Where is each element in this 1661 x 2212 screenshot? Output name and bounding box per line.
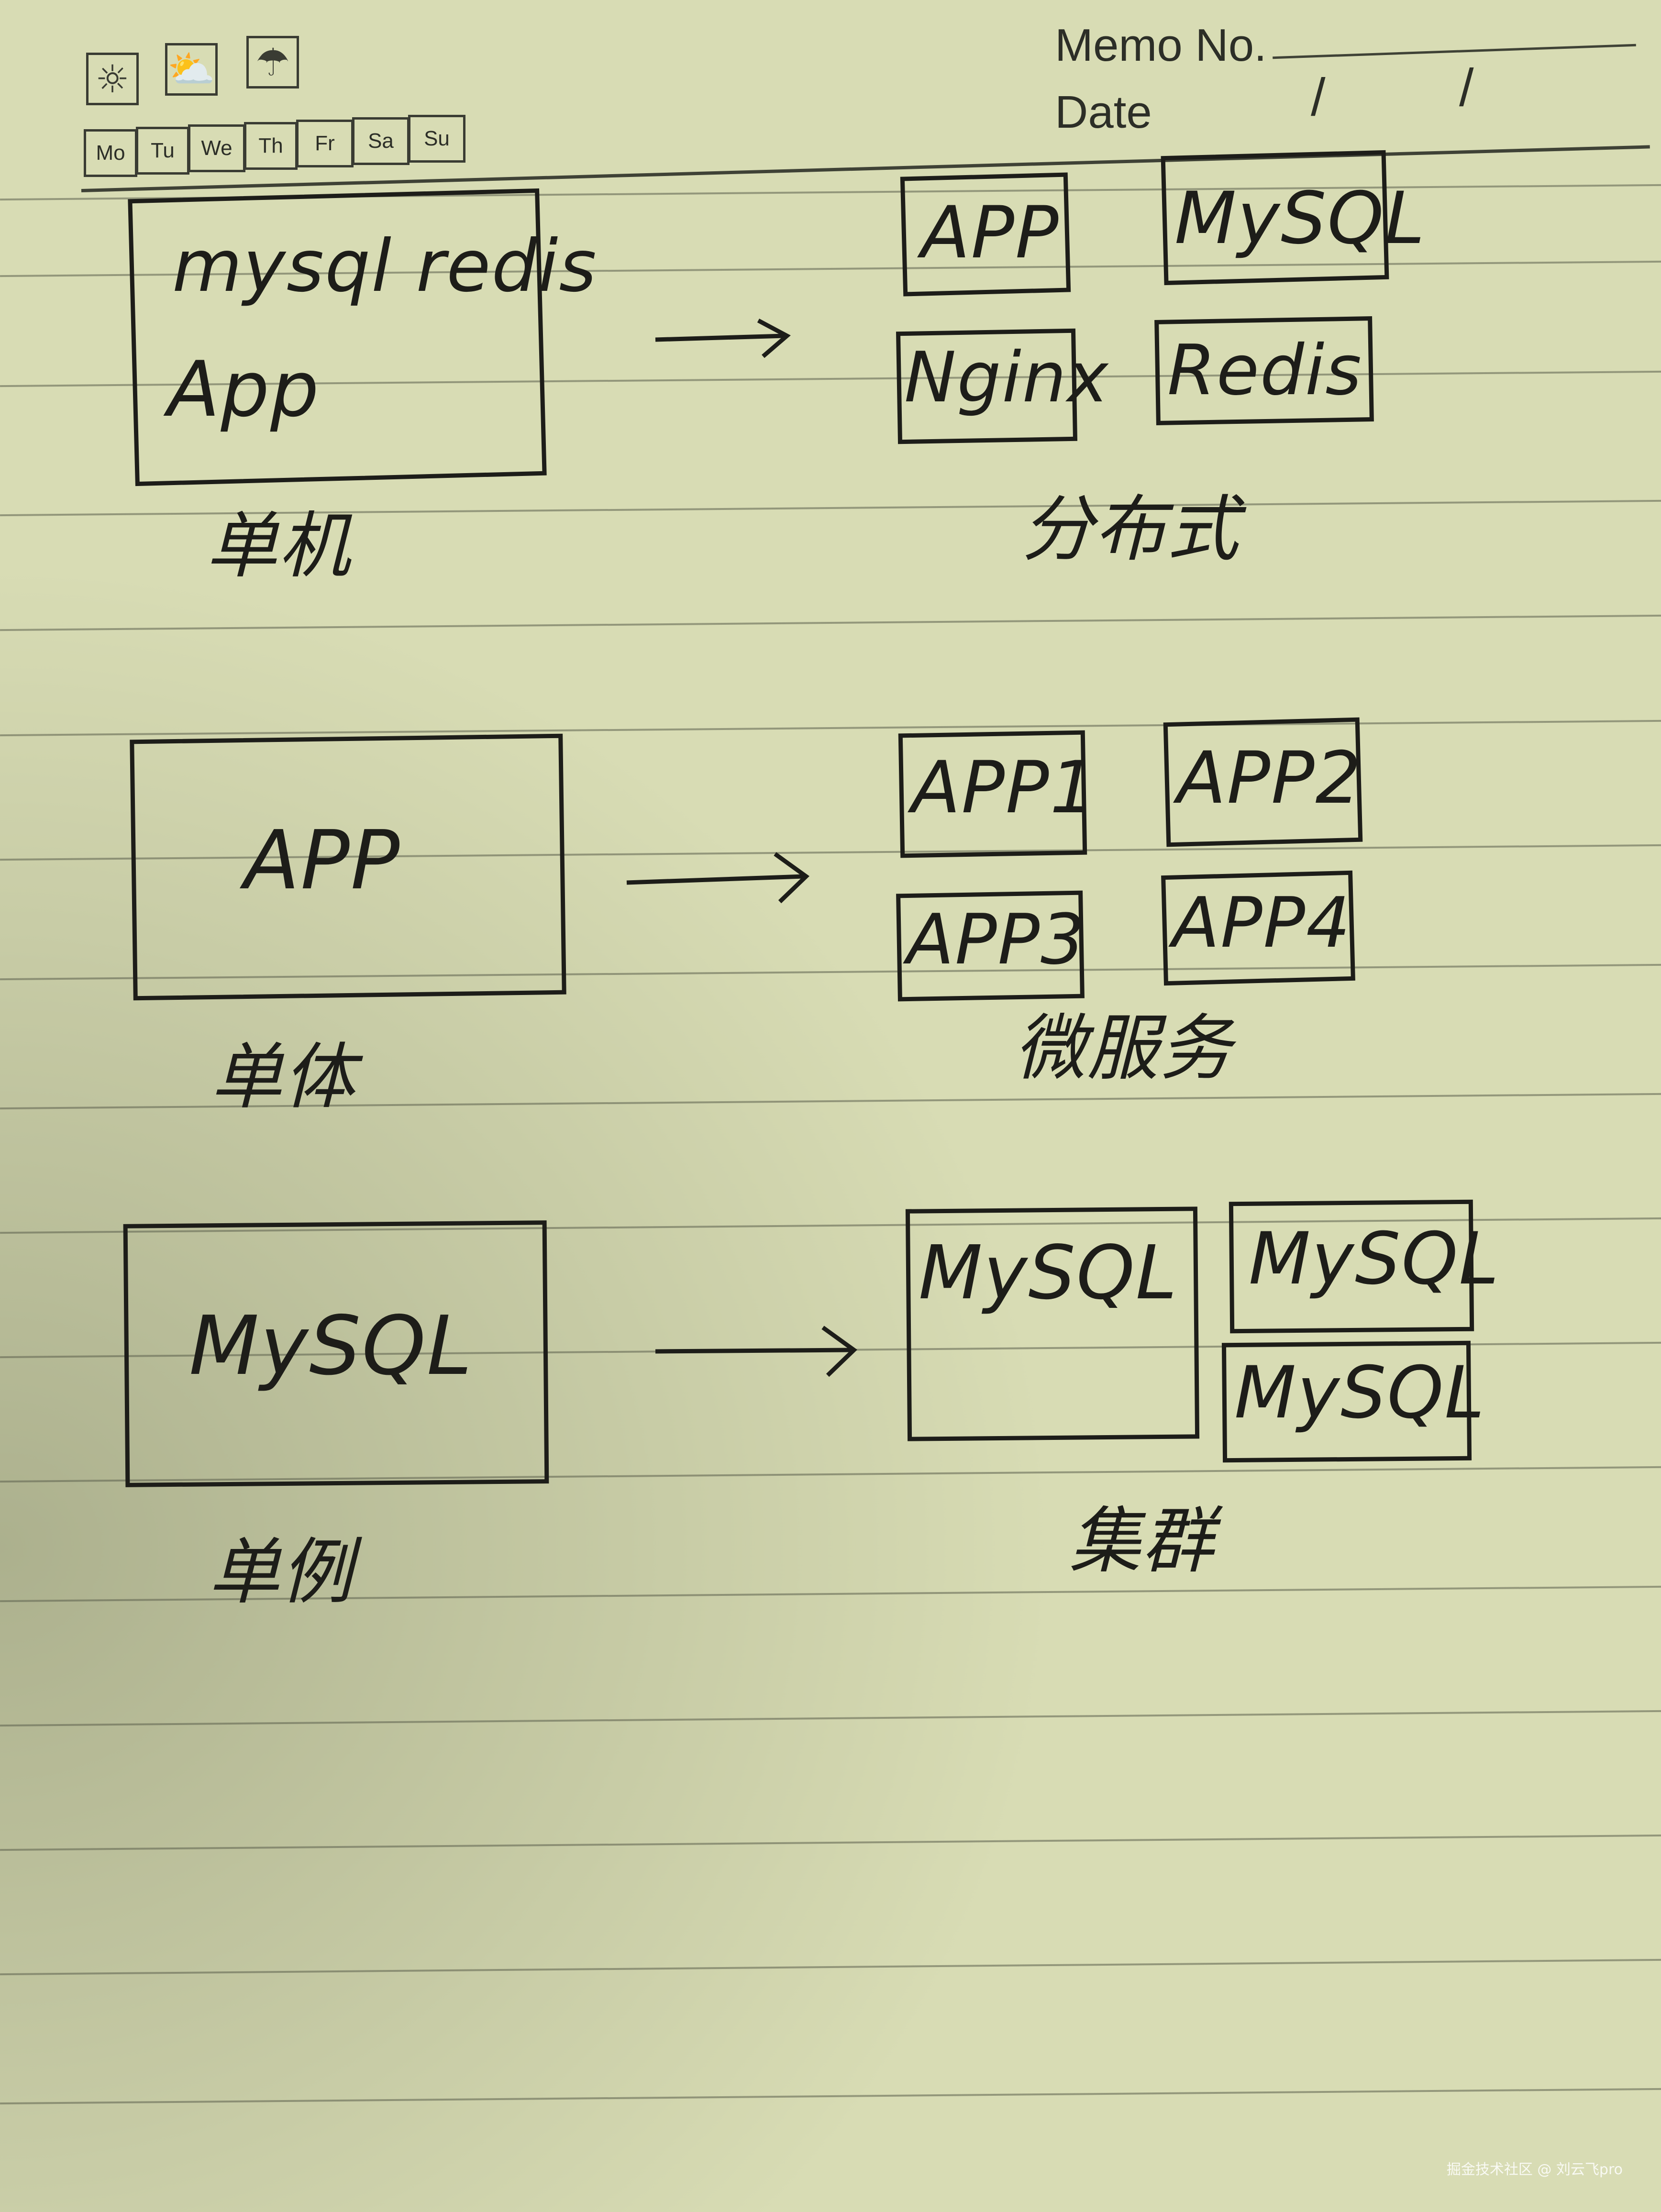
rule-line (0, 614, 1661, 631)
day-cell: Sa (352, 117, 410, 165)
sun-icon: ☼ (86, 53, 139, 105)
cluster-caption: 集群 (1069, 1500, 1215, 1583)
single-instance-caption: 单例 (208, 1531, 354, 1614)
single-instance-box-label: MySQL (189, 1299, 473, 1394)
monolith-box-label: APP (244, 813, 401, 908)
standalone-box-line: App (167, 344, 320, 434)
memo-underline (1273, 44, 1636, 59)
monolith-caption: 单体 (210, 1036, 356, 1119)
distributed-box-label: APP (921, 191, 1060, 275)
arrow-right-icon (626, 852, 809, 904)
rule-line (0, 1710, 1661, 1727)
rule-line (0, 2088, 1661, 2105)
cluster-box-label: MySQL (1249, 1217, 1500, 1301)
rule-line (0, 1958, 1661, 1976)
day-cell: Th (244, 122, 298, 170)
arrow-right-icon (655, 1326, 857, 1377)
distributed-caption: 分布式 (1021, 488, 1240, 571)
day-cell: Fr (296, 120, 354, 167)
date-separator: / (1311, 68, 1326, 127)
day-cell: We (188, 124, 245, 172)
day-cell: Mo (84, 129, 137, 177)
date-separator: / (1459, 58, 1474, 117)
microservice-caption: 微服务 (1014, 1007, 1233, 1090)
cluster-box-label: MySQL (919, 1229, 1178, 1316)
day-cell: Tu (136, 127, 189, 175)
umbrella-icon: ☂ (246, 36, 299, 88)
arrow-right-icon (655, 319, 791, 358)
cluster-box-label: MySQL (1234, 1351, 1486, 1435)
memo-label: Memo No. (1055, 20, 1267, 71)
distributed-box-label: MySQL (1174, 177, 1426, 260)
microservice-box-label: APP4 (1172, 883, 1351, 963)
date-label: Date (1055, 87, 1152, 138)
microservice-box-label: APP1 (911, 746, 1096, 830)
distributed-box-label: Redis (1167, 330, 1362, 411)
rule-line (0, 1834, 1661, 1851)
watermark: 掘金技术社区 @ 刘云飞pro (1446, 2161, 1623, 2178)
cloud-sun-icon: ⛅ (165, 43, 218, 96)
day-cell: Su (408, 115, 465, 163)
microservice-box-label: APP3 (907, 899, 1086, 980)
rule-line (0, 719, 1661, 737)
standalone-caption: 单机 (206, 505, 352, 588)
distributed-box-label: Nginx (904, 337, 1109, 418)
microservice-box-label: APP2 (1177, 737, 1362, 820)
standalone-box-line: mysql redis (172, 225, 598, 308)
